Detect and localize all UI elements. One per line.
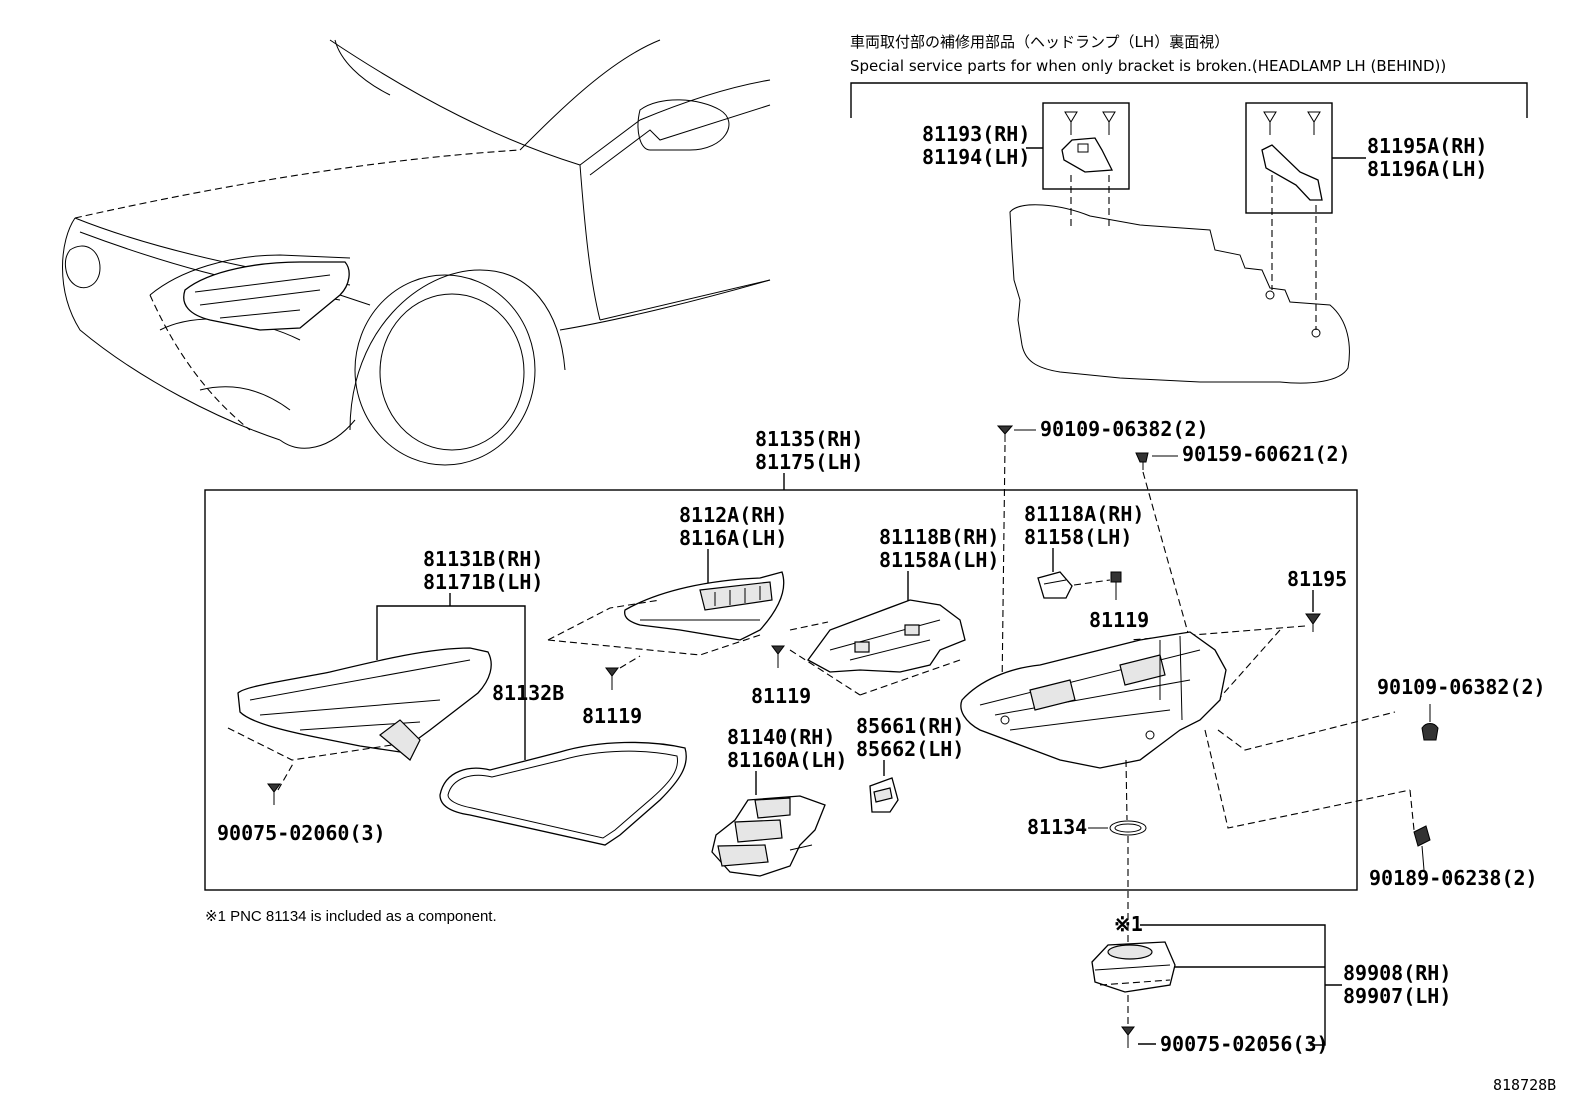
label-90075-02056: 90075-02056(3) (1160, 1032, 1329, 1056)
screw-81119-b (771, 645, 785, 668)
screw-81119-c (1110, 571, 1122, 600)
label-90109-right: 90109-06382(2) (1377, 675, 1546, 699)
screw-90109-right (1421, 704, 1439, 741)
label-81196A: 81196A(LH) (1367, 157, 1487, 181)
label-90075-02060: 90075-02060(3) (217, 821, 386, 845)
label-81193: 81193(RH) (922, 122, 1030, 146)
label-89907: 89907(LH) (1343, 984, 1451, 1008)
assembly-box (204, 489, 1358, 891)
bracket-box-81193 (1042, 102, 1130, 230)
label-81119-c: 81119 (1089, 608, 1149, 632)
label-89908: 89908(RH) (1343, 961, 1451, 985)
label-81118B: 81118B(RH) (879, 525, 999, 549)
label-81131B: 81131B(RH) (423, 547, 543, 571)
part-ballast-89908 (1091, 941, 1176, 993)
label-81158: 81158(LH) (1024, 525, 1132, 549)
mark-note-1: ※1 (1114, 912, 1143, 936)
headlamp-housing-behind-outline (1009, 204, 1350, 384)
label-85662: 85662(LH) (856, 737, 964, 761)
figure-id: 818728B (1493, 1076, 1556, 1094)
bracket-box-81195A (1245, 102, 1333, 330)
screw-90075-ballast (1121, 1026, 1135, 1048)
label-81195: 81195 (1287, 567, 1347, 591)
label-81119-b: 81119 (751, 684, 811, 708)
part-gasket (439, 741, 687, 846)
label-81134: 81134 (1027, 815, 1087, 839)
part-oring-81134 (1109, 820, 1147, 836)
label-81135: 81135(RH) (755, 427, 863, 451)
label-81160A: 81160A(LH) (727, 748, 847, 772)
label-85661: 85661(RH) (856, 714, 964, 738)
part-bracket-81118A (1037, 571, 1073, 599)
header-jp: 車両取付部の補修用部品（ヘッドランプ（LH）裏面視） (850, 33, 1229, 51)
label-81158A: 81158A(LH) (879, 548, 999, 572)
vehicle-illustration (62, 39, 771, 466)
clip-90189 (1413, 825, 1431, 871)
header-bracket (850, 82, 1528, 118)
part-lamp-unit-81140 (711, 795, 826, 877)
part-headlamp-housing (960, 631, 1227, 769)
footnote: ※1 PNC 81134 is included as a component. (205, 908, 497, 925)
label-81119-a: 81119 (582, 704, 642, 728)
label-81118A: 81118A(RH) (1024, 502, 1144, 526)
label-90109-top: 90109-06382(2) (1040, 417, 1209, 441)
screw-81119-a (605, 667, 619, 690)
label-8116A: 8116A(LH) (679, 526, 787, 550)
label-81195A: 81195A(RH) (1367, 134, 1487, 158)
label-8112A: 8112A(RH) (679, 503, 787, 527)
part-reflector-8112A (624, 571, 785, 641)
part-headlamp-lens (237, 647, 492, 761)
screw-90159 (1135, 452, 1149, 470)
label-81132B: 81132B (492, 681, 564, 705)
label-90159: 90159-60621(2) (1182, 442, 1351, 466)
label-81194: 81194(LH) (922, 145, 1030, 169)
label-81175: 81175(LH) (755, 450, 863, 474)
label-81140: 81140(RH) (727, 725, 835, 749)
header-en: Special service parts for when only brac… (850, 57, 1446, 75)
screw-90109-top (996, 425, 1014, 442)
label-90189: 90189-06238(2) (1369, 866, 1538, 890)
part-bracket-81118B (807, 599, 966, 673)
part-actuator-85661 (869, 777, 899, 813)
screw-90075-lens (267, 783, 281, 805)
label-81171B: 81171B(LH) (423, 570, 543, 594)
screw-81195 (1305, 613, 1321, 632)
